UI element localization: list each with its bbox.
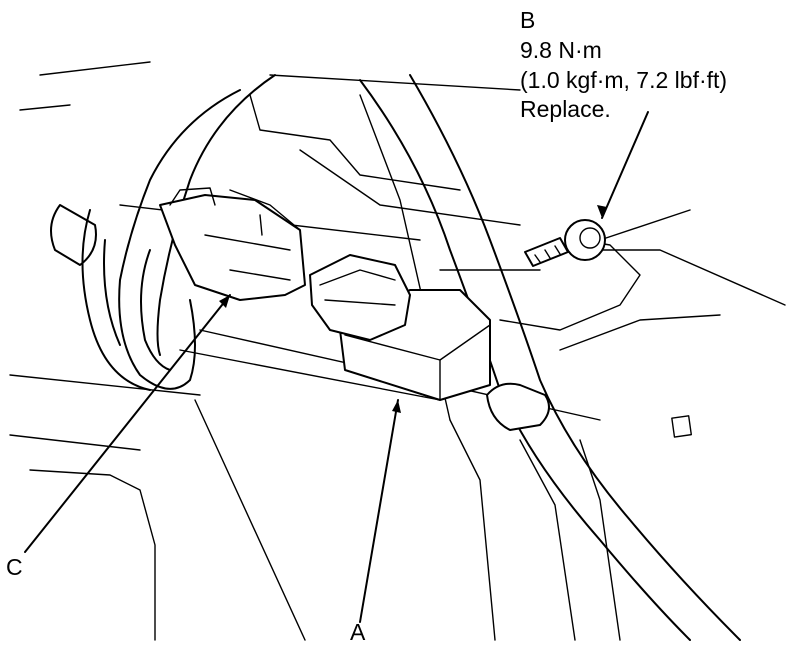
callout-a-letter: A xyxy=(350,619,366,645)
leader-line-b xyxy=(601,111,649,219)
leader-lines xyxy=(24,111,649,623)
wire-harness-right xyxy=(359,74,741,641)
connector-c xyxy=(159,187,306,301)
leader-line-a xyxy=(359,399,399,623)
body-panel xyxy=(9,61,786,641)
bolt-b xyxy=(524,219,606,267)
control-unit-a xyxy=(309,254,491,401)
callout-b-letter: B xyxy=(520,7,536,33)
callout-b-torque-alt: (1.0 kgf·m, 7.2 lbf·ft) xyxy=(520,67,728,93)
callout-c-letter: C xyxy=(6,554,23,580)
callout-b-torque-nm: 9.8 N·m xyxy=(520,37,602,63)
leader-line-c xyxy=(24,294,231,553)
callout-b-note: Replace. xyxy=(520,96,611,122)
